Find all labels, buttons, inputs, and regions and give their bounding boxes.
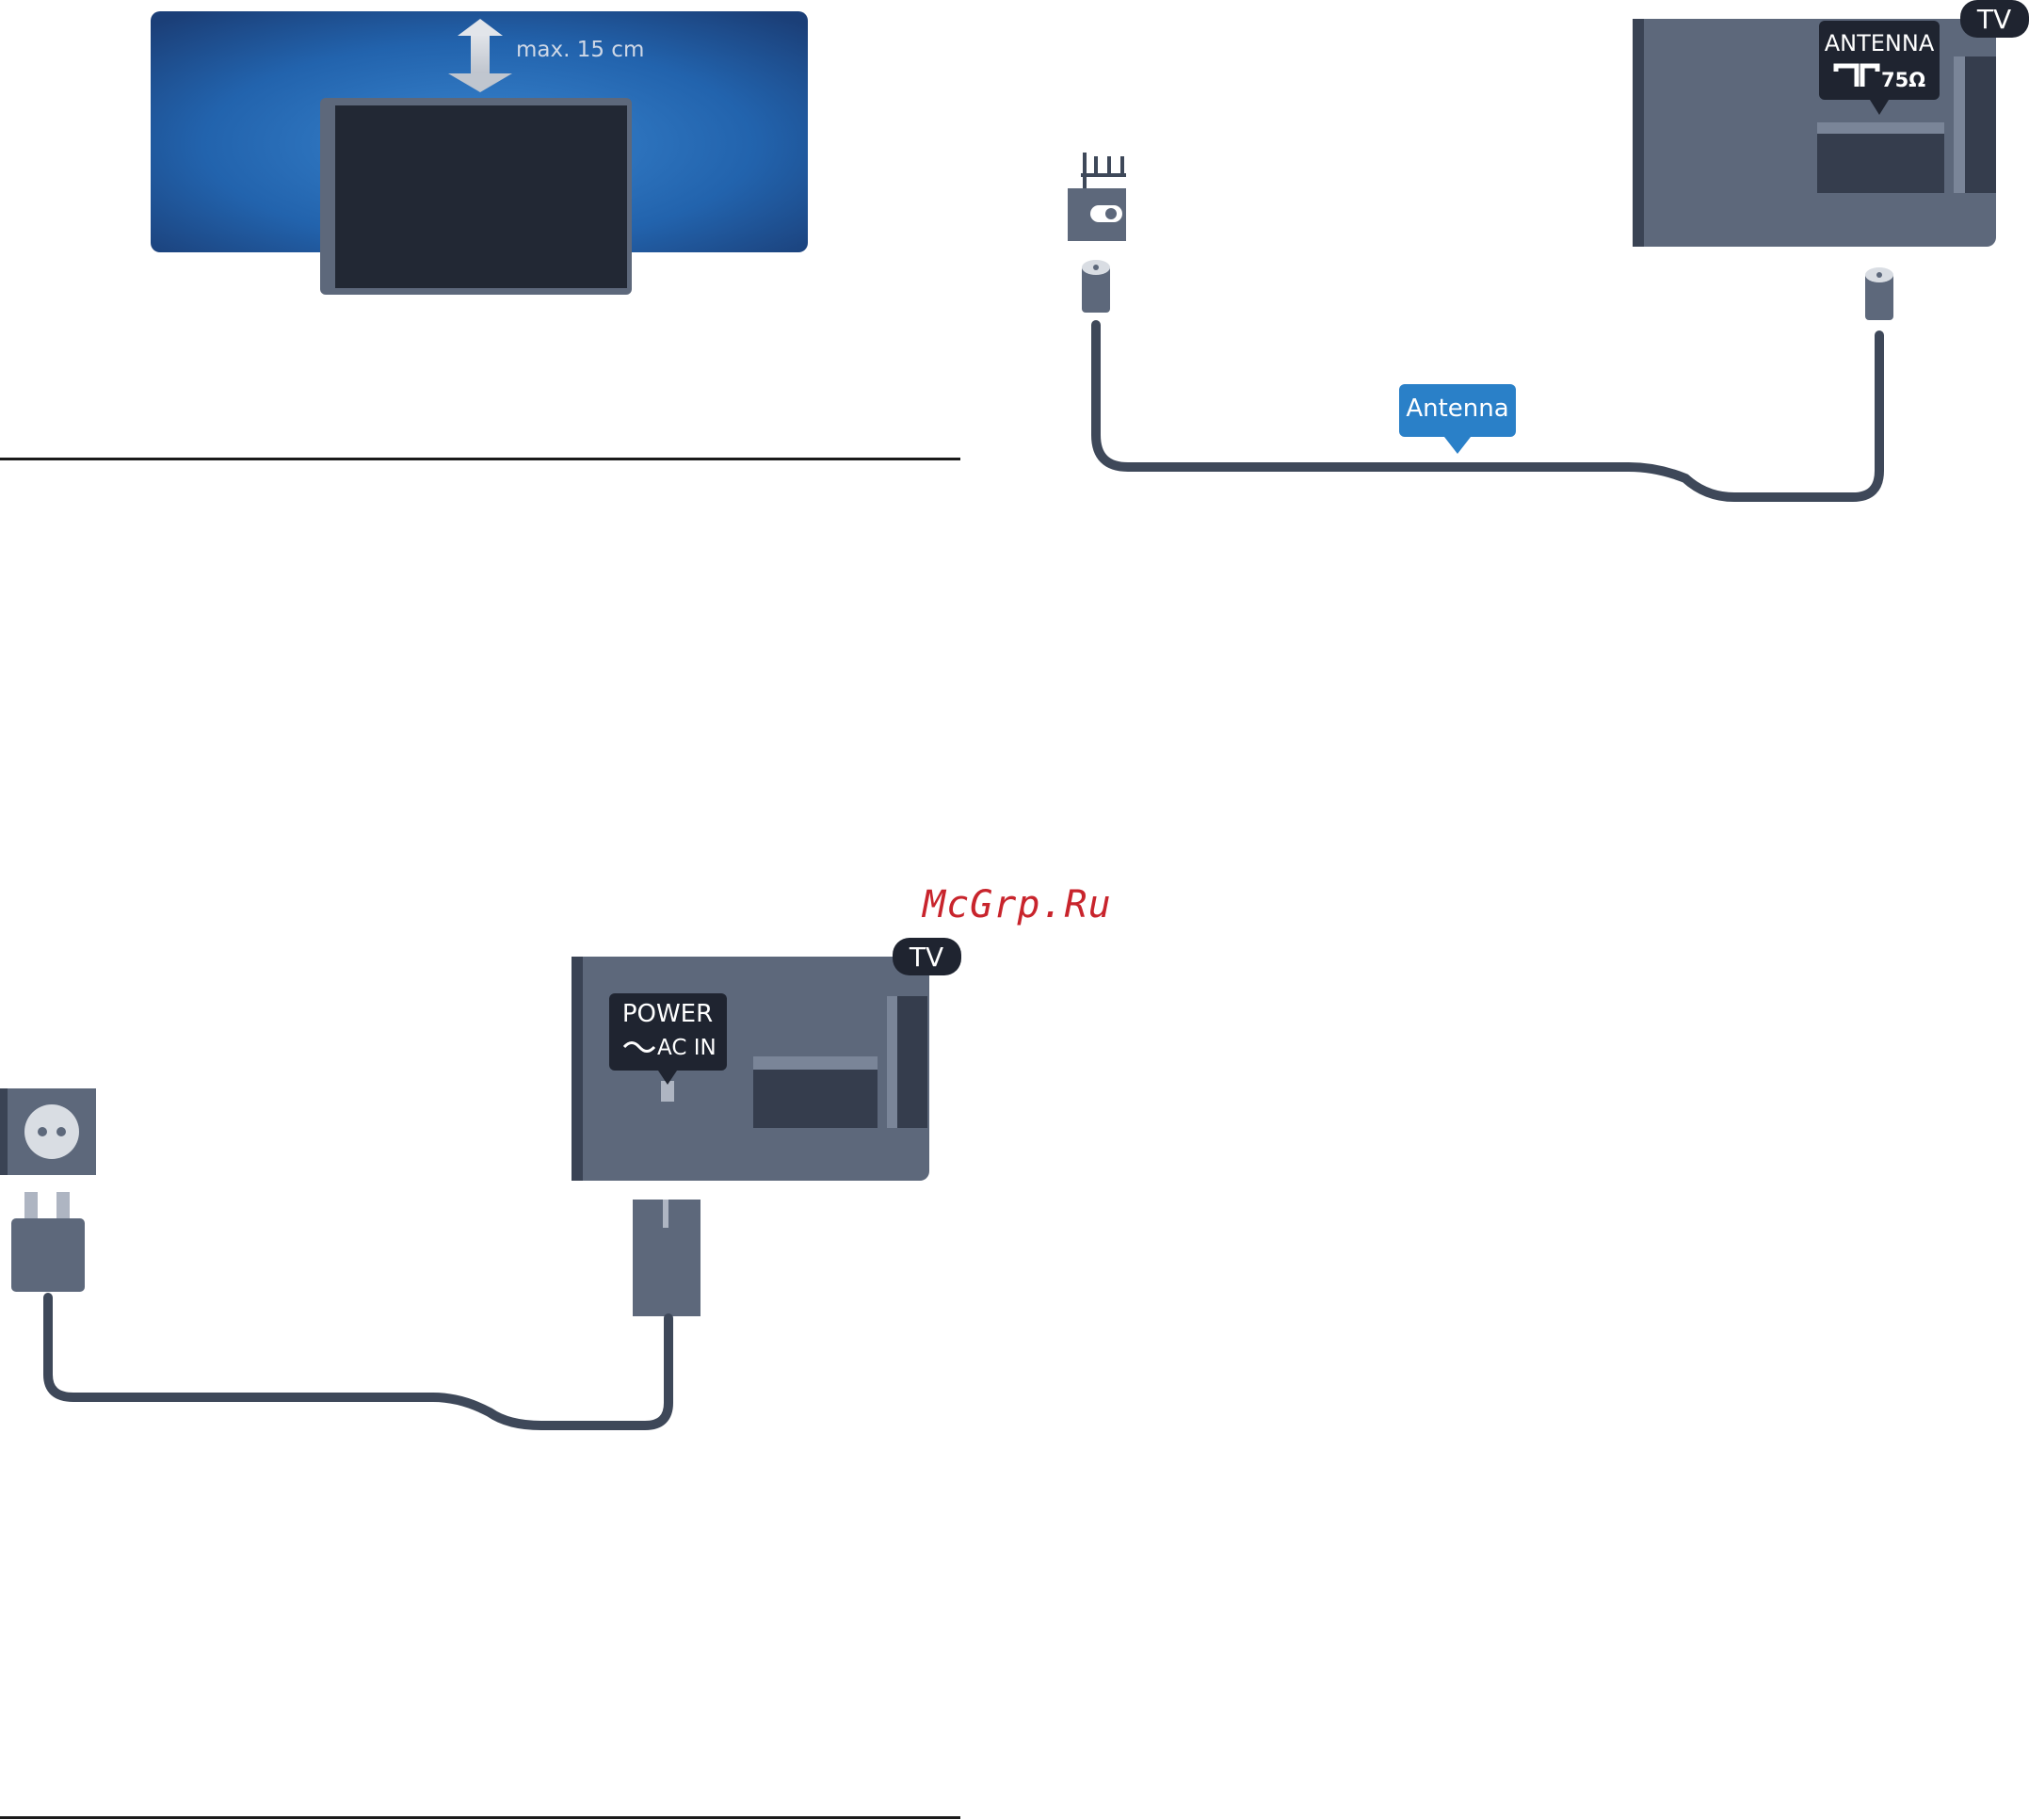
iec-plug-icon	[633, 1200, 700, 1316]
wall-mount-illustration: max. 15 cm	[151, 11, 808, 295]
divider-bottom	[0, 1816, 960, 1819]
coax-plug-right-icon	[1865, 267, 1893, 320]
watermark: McGrp.Ru	[923, 883, 1112, 926]
power-cable	[48, 1297, 668, 1425]
coax-plug-left-icon	[1082, 260, 1110, 313]
power-illustration: POWER AC IN TV	[0, 938, 961, 1425]
tv-screen	[335, 105, 627, 288]
power-port-sub: AC IN	[657, 1036, 717, 1060]
euro-plug-icon	[11, 1192, 85, 1292]
tv-badge-label: TV	[1976, 4, 2011, 35]
power-port-label: POWER	[622, 1000, 713, 1028]
antenna-port-spec: 75Ω	[1881, 69, 1925, 91]
antenna-illustration: ANTENNA 75Ω TV	[1068, 0, 2029, 497]
distance-label: max. 15 cm	[516, 38, 644, 62]
antenna-cable-label: Antenna	[1406, 395, 1508, 423]
antenna-mast-icon	[1081, 153, 1126, 188]
antenna-port-label: ANTENNA	[1825, 30, 1935, 56]
divider-top	[0, 458, 960, 460]
tv-badge-label: TV	[909, 942, 943, 973]
